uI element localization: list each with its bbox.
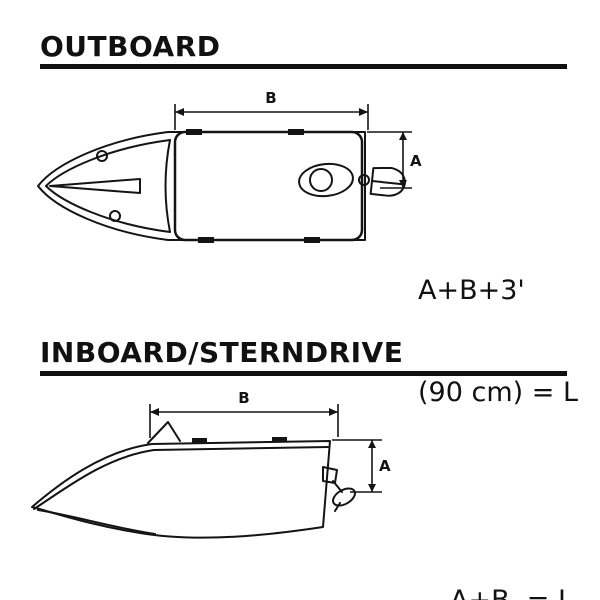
outboard-boat-art [37, 129, 406, 243]
hull-outline [37, 131, 366, 241]
inboard-boat-art [31, 421, 356, 539]
outboard-heading: OUTBOARD [40, 30, 221, 63]
outboard-formula-line2: (90 cm) = L [418, 377, 578, 408]
inboard-formula: A+B = L [450, 516, 573, 600]
outboard-boat-diagram: B A [37, 89, 422, 243]
bow-bulkhead [164, 139, 171, 233]
windshield [147, 421, 181, 444]
inboard-formula-line1: A+B = L [450, 584, 573, 600]
inboard-boat-diagram: B A [31, 389, 391, 539]
sterndrive-unit [322, 466, 356, 512]
outboard-motor [298, 162, 406, 198]
outboard-dim-b-label: B [265, 89, 276, 107]
inboard-heading-rule [40, 371, 567, 376]
inboard-dimension-arrowheads [150, 408, 376, 492]
gunwale-cleats [186, 129, 320, 243]
outboard-dimension-lines [174, 104, 412, 189]
outboard-heading-rule [40, 64, 567, 69]
outboard-formula: A+B+3' (90 cm) = L [418, 206, 578, 478]
deck-cleats [192, 437, 287, 443]
arrowhead-icon [329, 408, 338, 416]
arrowhead-icon [399, 180, 407, 188]
arrowhead-icon [175, 108, 184, 116]
arrowhead-icon [150, 408, 159, 416]
rub-rail-line [33, 446, 329, 510]
outboard-dimension-arrowheads [175, 108, 407, 188]
arrowhead-icon [368, 484, 376, 492]
inboard-heading: INBOARD/STERNDRIVE [40, 336, 404, 369]
hull-outline [31, 440, 331, 539]
outboard-formula-line1: A+B+3' [418, 275, 525, 306]
arrowhead-icon [368, 440, 376, 448]
bow-inner-line-bottom [45, 185, 171, 233]
inboard-dim-b-label: B [238, 389, 249, 407]
arrowhead-icon [359, 108, 368, 116]
inboard-dim-a-label: A [379, 457, 391, 475]
cockpit-outline [173, 130, 364, 242]
bow-deck-fitting-top [96, 150, 108, 162]
bow-deck-fitting-bottom [109, 210, 121, 222]
outboard-dim-a-label: A [410, 152, 422, 170]
chine-line [37, 509, 156, 535]
bow-inner-line-top [45, 139, 171, 187]
arrowhead-icon [399, 132, 407, 140]
inboard-dimension-lines [149, 404, 382, 493]
bow-center-seam [49, 178, 141, 194]
